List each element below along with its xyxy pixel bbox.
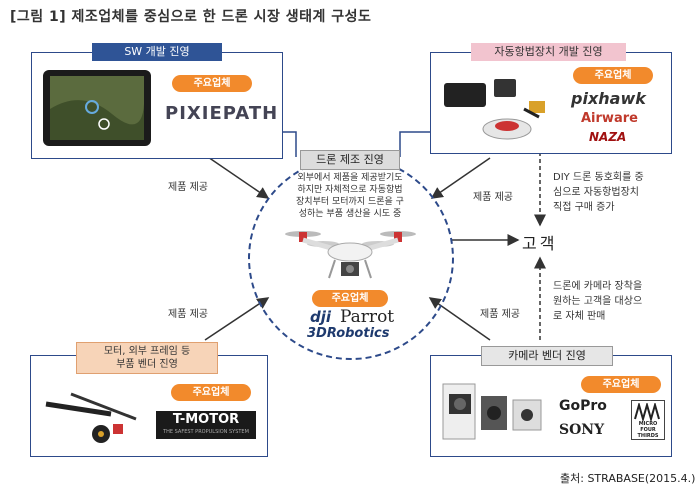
autopilot-badge: 주요업체 [573, 67, 653, 84]
parrot-logo: Parrot [340, 307, 395, 327]
camera-sales-note-line-3: 로 자체 판매 [553, 311, 606, 322]
diy-note-line-3: 직접 구매 증가 [553, 202, 615, 213]
sw-badge: 주요업체 [172, 75, 252, 92]
micro-four-thirds-text: MICRO FOUR THIRDS [637, 421, 659, 439]
airware-logo: Airware [581, 111, 638, 126]
supply-label-camera: 제품 제공 [480, 309, 520, 320]
diy-note-line-2: 심으로 자동항법장치 [553, 187, 639, 198]
tablet-image [43, 70, 151, 146]
arrow-auto-to-center [430, 157, 491, 199]
sony-logo: SONY [559, 422, 605, 438]
pixhawk-logo: pixhawk [571, 89, 646, 108]
manufacturer-desc-line-4: 성하는 부품 생산을 시도 중 [298, 209, 402, 219]
tmotor-logo-text: T-MOTOR [172, 412, 240, 427]
autopilot-box: 자동항법장치 개발 진영 주요업체 pixhawk Airware NAZA [430, 43, 672, 154]
manufacturer-desc: 외부에서 제품을 제공받기도 하지만 자체적으로 자동항법 장치부터 모터까지 … [275, 172, 425, 220]
camera-sales-note-line-2: 원하는 고객을 대상으 [553, 296, 643, 307]
manufacturer-badge: 주요업체 [312, 290, 388, 307]
dji-logo: dji [310, 308, 332, 326]
supply-label-autopilot: 제품 제공 [473, 192, 513, 203]
autopilot-connector [399, 131, 430, 157]
camera-badge: 주요업체 [581, 376, 661, 393]
drone-image [285, 231, 416, 279]
motor-header: 모터, 외부 프레임 등 부품 벤더 진영 [76, 342, 218, 374]
motor-header-line-1: 모터, 외부 프레임 등 [103, 346, 191, 357]
naza-logo: NAZA [589, 130, 627, 144]
diy-note-line-1: DIY 드론 동호회를 중 [553, 172, 644, 183]
manufacturer-desc-line-1: 외부에서 제품을 제공받기도 [297, 173, 403, 183]
figure-title: [그림 1] 제조업체를 중심으로 한 드론 시장 생태계 구성도 [10, 9, 372, 25]
manufacturer-header: 드론 제조 진영 [300, 150, 400, 170]
gopro-logo: GoPro [559, 398, 607, 414]
supply-label-motor: 제품 제공 [168, 309, 208, 320]
camera-box: 카메라 벤더 진영 주요업체 GoPro SONY MICRO FOUR THI… [430, 346, 672, 457]
camera-products-image [442, 383, 542, 440]
tmotor-logo-tagline: THE SAFEST PROPULSION SYSTEM [163, 429, 249, 435]
tmotor-logo: T-MOTOR THE SAFEST PROPULSION SYSTEM [156, 411, 256, 439]
pixiepath-logo: PIXIEPATH [165, 103, 279, 124]
motor-badge: 주요업체 [171, 384, 251, 401]
motor-box: 모터, 외부 프레임 등 부품 벤더 진영 주요업체 T-MOTOR THE S… [30, 342, 268, 457]
diy-note: DIY 드론 동호회를 중 심으로 자동항법장치 직접 구매 증가 [553, 170, 644, 215]
autopilot-header: 자동항법장치 개발 진영 [471, 43, 626, 61]
3drobotics-logo: 3DRobotics [307, 326, 390, 341]
camera-header: 카메라 벤더 진영 [481, 346, 613, 366]
customer-label: 고객 [522, 234, 558, 253]
motor-header-line-2: 부품 벤더 진영 [116, 359, 178, 370]
autopilot-hardware-image [444, 79, 545, 140]
arrow-motor-to-center [204, 297, 270, 341]
manufacturer-desc-line-2: 하지만 자체적으로 자동항법 [297, 185, 403, 195]
manufacturer-desc-line-3: 장치부터 모터까지 드론을 구 [296, 197, 404, 207]
sw-header: SW 개발 진영 [92, 43, 222, 61]
motor-parts-image [45, 392, 137, 443]
sw-box: SW 개발 진영 주요업체 PIXIEPATH [31, 43, 283, 159]
camera-sales-note-line-1: 드론에 카메라 장착을 [553, 281, 643, 292]
micro-four-thirds-logo: MICRO FOUR THIRDS [631, 400, 665, 440]
camera-sales-note: 드론에 카메라 장착을 원하는 고객을 대상으 로 자체 판매 [553, 279, 642, 324]
supply-label-sw: 제품 제공 [168, 182, 208, 193]
arrow-sw-to-center [204, 154, 270, 199]
micro-four-thirds-mark [634, 403, 660, 421]
sw-connector [281, 131, 297, 157]
source-label: 출처: STRABASE(2015.4.) [560, 472, 696, 485]
